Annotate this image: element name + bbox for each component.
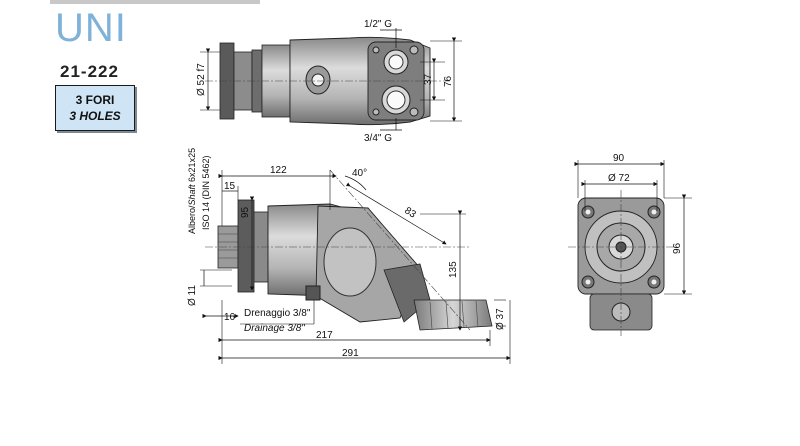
holes-label-it: 3 FORI [75,93,115,107]
holes-label-en: 3 HOLES [69,109,121,123]
header-rule [50,0,260,4]
dim-217: 217 [316,330,333,341]
holes-badge: 3 FORI 3 HOLES [55,85,135,131]
dim-76: 76 [443,75,454,87]
dim-37-top: 37 [423,73,434,85]
drain-label-en: Drainage 3/8" [244,323,305,334]
dim-37-side: Ø 37 [495,308,506,330]
side-view: Albero/Shaft 6x21x25 ISO 14 (DIN 5462) 1… [187,148,511,364]
dim-122: 122 [270,165,287,176]
series-title: UNI [55,6,127,50]
dim-291: 291 [342,348,359,359]
model-number: 21-222 [60,62,119,81]
front-view: 90 Ø 72 96 [568,153,692,336]
dim-96: 96 [672,242,683,254]
iso-label: ISO 14 (DIN 5462) [201,155,211,230]
dim-83: 83 [402,205,418,221]
flange-dia-label: Ø 52 f7 [196,63,207,96]
shaft-label: Albero/Shaft 6x21x25 [187,148,197,234]
port-bottom-label: 3/4" G [364,133,392,144]
angle-label: 40° [352,168,367,179]
port-top-label: 1/2" G [364,19,392,30]
drain-label-it: Drenaggio 3/8" [244,308,311,319]
dim-15: 15 [224,181,236,192]
dim-90: 90 [613,153,625,164]
dim-72: Ø 72 [608,173,630,184]
dim-95: 95 [240,206,251,218]
dim-16: 16 [224,312,236,323]
hose-fitting [413,299,493,331]
top-view: 1/2" G 3/4" G Ø 52 f7 37 76 [196,19,462,144]
dim-11: Ø 11 [187,285,198,306]
dim-135: 135 [448,261,459,278]
